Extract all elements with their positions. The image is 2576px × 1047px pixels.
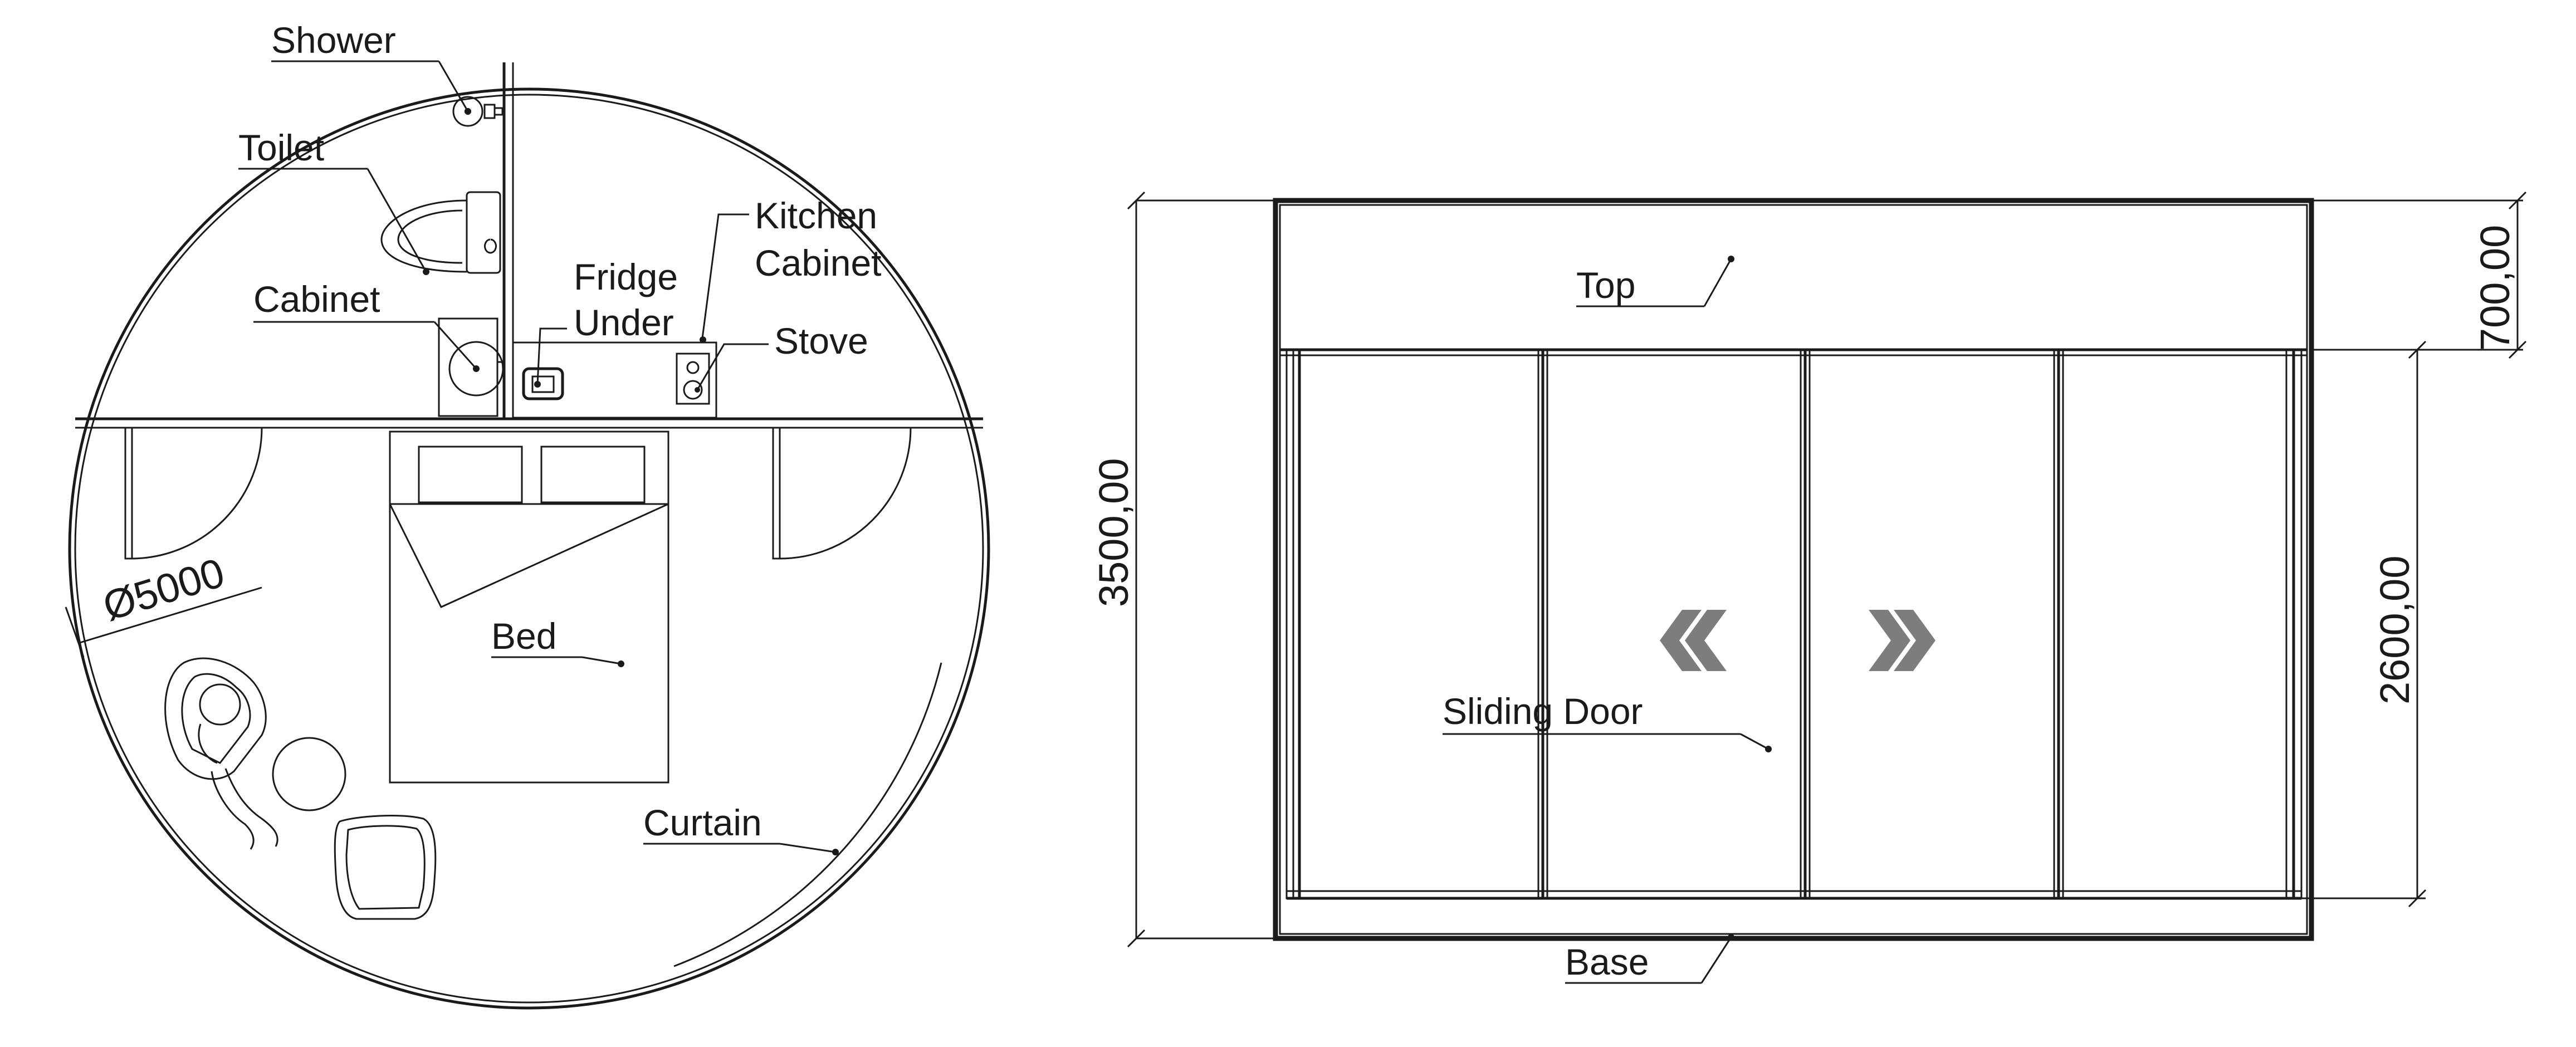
shower-fixture [452,96,504,127]
curtain-label: Curtain [643,802,762,843]
stove-label: Stove [774,320,868,361]
overall-height-dimension: 3500,00 [1091,191,1275,948]
outer-wall-inner [74,94,984,1004]
front-elevation: Top Sliding Door Base 3500,00 [1091,191,2527,984]
kitchen-cabinet-label-line2: Cabinet [755,242,882,283]
top-height-dimension: 700,00 [2311,191,2527,359]
elevation-frame-inner [1279,204,2308,935]
elevation-frame-outer [1273,198,2314,941]
shower-label: Shower [271,19,396,61]
fridge-label-line2: Under [574,302,674,343]
sliding-door-label: Sliding Door [1443,691,1643,732]
cabinet-label: Cabinet [253,278,380,320]
door-height-value: 2600,00 [2372,556,2418,705]
overall-height-value: 3500,00 [1091,458,1137,608]
slide-left-arrow-icon [1660,610,1727,671]
outer-wall [68,87,990,1010]
door-left [124,427,263,560]
door-right [772,427,912,560]
door-height-dimension: 2600,00 [2300,340,2427,908]
kitchen-counter [512,341,717,419]
side-table [272,737,346,811]
slide-right-arrow-icon [1869,610,1935,671]
bed [389,430,669,784]
tub-chair [334,815,437,920]
toilet-label: Toilet [238,127,324,168]
bathroom-cabinet [438,317,504,417]
diameter-dimension: Ø5000 [65,549,262,658]
top-height-value: 700,00 [2472,225,2518,351]
sliding-door-panels [1285,349,2303,900]
curtain-line [673,662,942,967]
floor-plan: Ø5000 Shower Toilet Cabinet Fridge Under… [65,19,990,1010]
kitchen-cabinet-label-line1: Kitchen [755,195,877,236]
base-label: Base [1565,941,1649,982]
bed-label: Bed [491,615,556,657]
top-label: Top [1576,265,1635,306]
toilet-fixture [380,191,501,274]
armchair-with-person [164,657,278,850]
fridge-label-line1: Fridge [574,256,678,297]
